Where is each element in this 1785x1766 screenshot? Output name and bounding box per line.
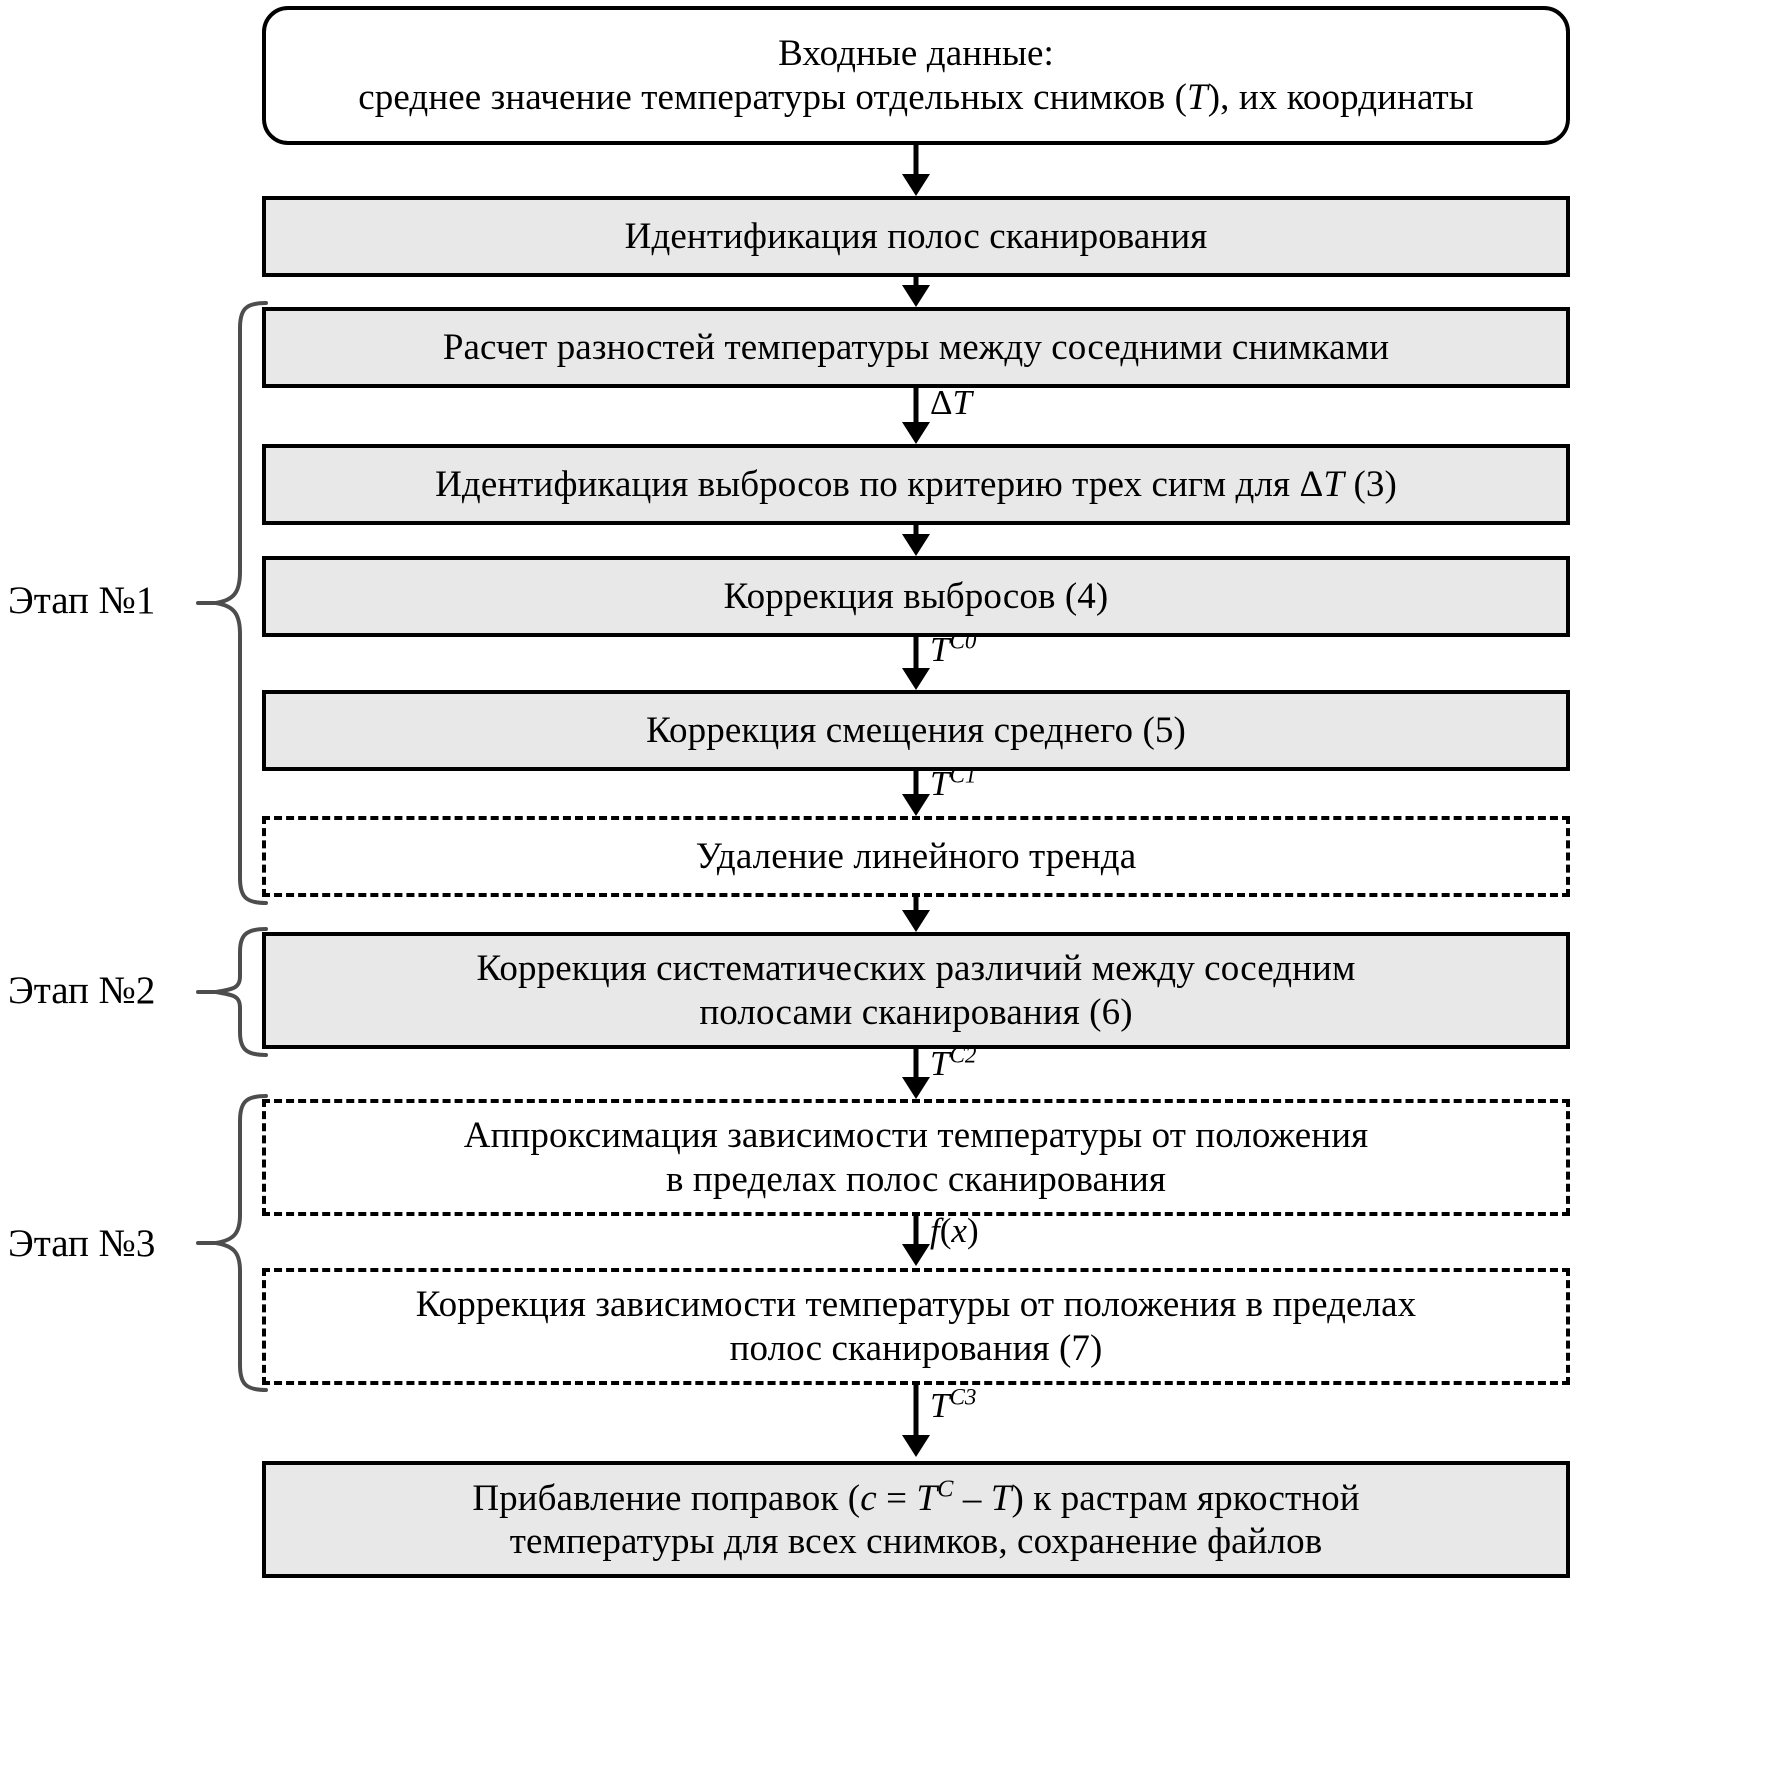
node-approximate-dependence: Аппроксимация зависимости температуры от… <box>262 1099 1570 1216</box>
label-fx: f(x) <box>930 1211 979 1250</box>
brace-stage-3 <box>196 1093 268 1393</box>
label-delta-t: ΔT <box>930 383 972 422</box>
node-calc-diff-label: Расчет разностей температуры между сосед… <box>442 326 1390 368</box>
node-add-corrections-text: Прибавление поправок (c = TC – T) к раст… <box>278 1475 1554 1564</box>
label-tc1: TC1 <box>930 761 977 803</box>
node-identify-strips-label: Идентификация полос сканирования <box>624 215 1208 257</box>
node-calc-diff: Расчет разностей температуры между сосед… <box>262 307 1570 388</box>
node-approximate-dependence-text: Аппроксимация зависимости температуры от… <box>278 1114 1554 1201</box>
node-correct-dependence: Коррекция зависимости температуры от пол… <box>262 1268 1570 1385</box>
node-correct-systematic: Коррекция систематических различий между… <box>262 932 1570 1049</box>
node-correct-mean-shift: Коррекция смещения среднего (5) <box>262 690 1570 771</box>
node-add-corrections-line2: температуры для всех снимков, сохранение… <box>509 1521 1323 1563</box>
node-identify-outliers-label: Идентификация выбросов по критерию трех … <box>435 463 1397 505</box>
node-correct-systematic-line1: Коррекция систематических различий между… <box>476 947 1356 989</box>
node-identify-outliers: Идентификация выбросов по критерию трех … <box>262 444 1570 525</box>
node-add-corrections: Прибавление поправок (c = TC – T) к раст… <box>262 1461 1570 1578</box>
node-approximate-dependence-line1: Аппроксимация зависимости температуры от… <box>463 1114 1369 1156</box>
stage-label-1: Этап №1 <box>8 579 156 622</box>
brace-stage-1 <box>196 300 268 906</box>
node-correct-systematic-line2: полосами сканирования (6) <box>699 991 1133 1033</box>
label-tc0: TC0 <box>930 627 977 669</box>
label-tc3: TC3 <box>930 1383 977 1425</box>
node-correct-mean-shift-label: Коррекция смещения среднего (5) <box>646 709 1186 751</box>
node-remove-linear-trend-label: Удаление линейного тренда <box>695 835 1137 877</box>
node-correct-dependence-text: Коррекция зависимости температуры от пол… <box>278 1283 1554 1370</box>
node-correct-outliers: Коррекция выбросов (4) <box>262 556 1570 637</box>
node-correct-dependence-line1: Коррекция зависимости температуры от пол… <box>415 1283 1417 1325</box>
node-correct-systematic-text: Коррекция систематических различий между… <box>278 947 1554 1034</box>
node-input-line1: Входные данные: <box>778 32 1054 74</box>
node-correct-dependence-line2: полос сканирования (7) <box>729 1327 1103 1369</box>
node-add-corrections-line1: Прибавление поправок (c = TC – T) к раст… <box>472 1475 1360 1519</box>
stage-label-3: Этап №3 <box>8 1222 156 1265</box>
stage-label-2: Этап №2 <box>8 969 156 1012</box>
brace-stage-2 <box>196 926 268 1058</box>
node-approximate-dependence-line2: в пределах полос сканирования <box>666 1158 1166 1200</box>
label-tc2: TC2 <box>930 1041 977 1083</box>
node-input-text: Входные данные: среднее значение темпера… <box>278 32 1554 119</box>
node-identify-strips: Идентификация полос сканирования <box>262 196 1570 277</box>
node-input: Входные данные: среднее значение темпера… <box>262 6 1570 145</box>
node-correct-outliers-label: Коррекция выбросов (4) <box>723 575 1109 617</box>
node-input-line2: среднее значение температуры отдельных с… <box>358 76 1474 118</box>
node-remove-linear-trend: Удаление линейного тренда <box>262 816 1570 897</box>
